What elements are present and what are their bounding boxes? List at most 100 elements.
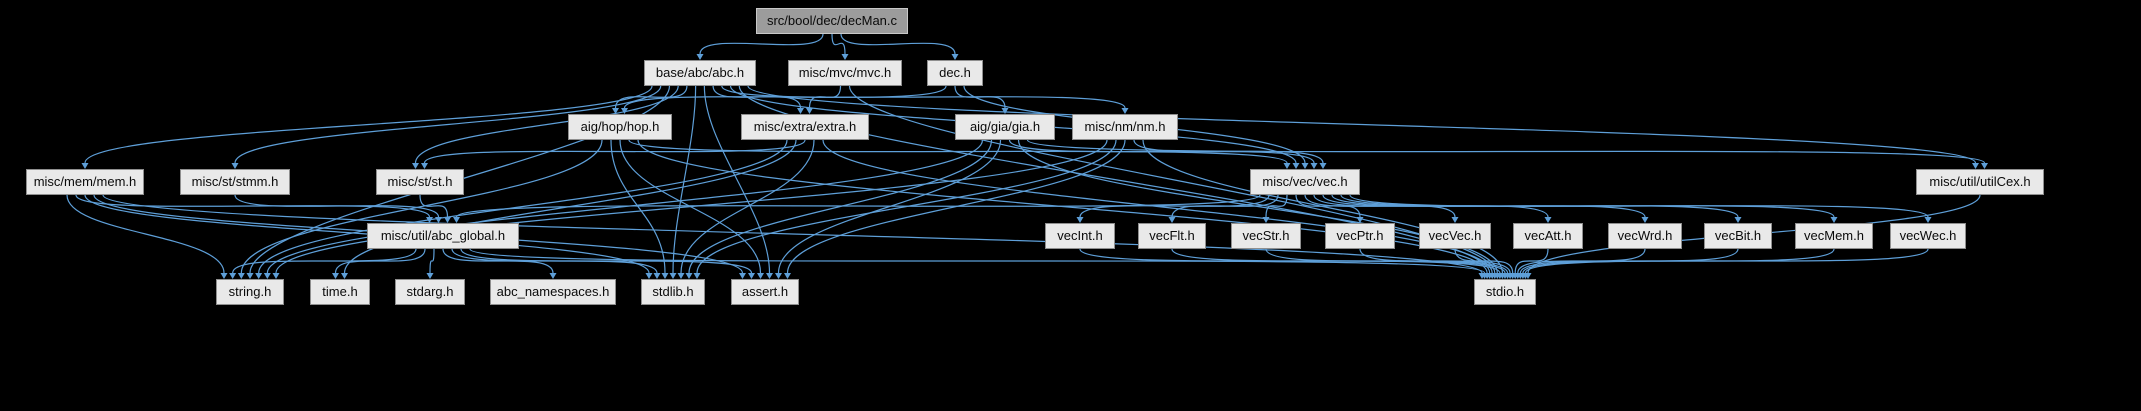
arrowhead-icon [645,273,653,279]
arrowhead-icon [1496,273,1504,279]
edge-decman_c-dec_h [840,33,956,55]
graph-node-extra_h[interactable]: misc/extra/extra.h [741,114,869,140]
arrowhead-icon [1972,163,1979,169]
graph-node-vecwrd_h[interactable]: vecWrd.h [1608,223,1682,249]
edge-gia_h-vec_h [1008,139,1315,164]
graph-node-vecflt_h[interactable]: vecFlt.h [1138,223,1206,249]
edge-vecstr_h-stdio_h [1265,248,1509,274]
graph-node-vecptr_h[interactable]: vecPtr.h [1325,223,1395,249]
arrowhead-icon [341,273,348,279]
edge-vecvec_h-stdio_h [1454,248,1514,274]
arrowhead-icon [229,273,237,279]
arrowhead-icon [669,273,677,279]
arrowhead-icon [1521,273,1529,279]
arrowhead-icon [1319,163,1327,169]
graph-node-vecatt_h[interactable]: vecAtt.h [1513,223,1583,249]
graph-node-abc_h[interactable]: base/abc/abc.h [644,60,756,86]
graph-node-stdlib_h[interactable]: stdlib.h [641,279,705,305]
arrowhead-icon [1830,217,1838,223]
edge-abc_global_h-stdio_h [469,248,1486,274]
arrowhead-icon [1734,217,1742,223]
arrowhead-icon [1292,163,1300,169]
arrowhead-icon [246,273,254,279]
arrowhead-icon [739,273,746,279]
graph-node-abc_global_h[interactable]: misc/util/abc_global.h [367,223,519,249]
arrowhead-icon [841,54,849,60]
edge-vec_h-vecstr_h [1265,194,1288,218]
graph-node-dec_h[interactable]: dec.h [927,60,983,86]
edge-vec_h-vecint_h [1079,194,1270,218]
graph-node-string_h[interactable]: string.h [216,279,284,305]
arrowhead-icon [766,273,773,279]
arrowhead-icon [1262,217,1270,223]
graph-node-nm_h[interactable]: misc/nm/nm.h [1072,114,1178,140]
arrowhead-icon [757,273,764,279]
edge-abc_h-assert_h [703,85,771,274]
graph-node-assert_h[interactable]: assert.h [731,279,799,305]
arrowhead-icon [748,273,755,279]
arrowhead-icon [1641,217,1649,223]
arrowhead-icon [1168,217,1176,223]
edge-extra_h-st_h [423,139,806,164]
edge-stmm_h-abc_global_h [234,194,440,218]
arrowhead-icon [81,163,89,169]
graph-node-mem_h[interactable]: misc/mem/mem.h [26,169,144,195]
edge-extra_h-stdlib_h [680,139,815,274]
graph-node-utilcex_h[interactable]: misc/util/utilCex.h [1916,169,2044,195]
edge-mem_h-stdio_h [102,194,1483,274]
graph-node-decman_c[interactable]: src/bool/dec/decMan.c [756,8,908,34]
arrowhead-icon [444,217,451,223]
graph-node-stdio_h[interactable]: stdio.h [1474,279,1536,305]
graph-node-stdarg_h[interactable]: stdarg.h [395,279,465,305]
arrowhead-icon [784,273,791,279]
arrowhead-icon [1121,108,1129,114]
arrowhead-icon [1488,273,1496,279]
arrowhead-icon [612,108,619,114]
graph-node-vecwec_h[interactable]: vecWec.h [1890,223,1966,249]
arrowhead-icon [1356,217,1364,223]
arrowhead-icon [237,273,245,279]
graph-node-mvc_h[interactable]: misc/mvc/mvc.h [788,60,902,86]
edge-abc_h-mem_h [84,85,653,164]
edge-decman_c-mvc_h [831,33,846,55]
edge-st_h-abc_global_h [419,194,449,218]
edge-hop_h-vec_h [628,139,1288,164]
edge-gia_h-stdio_h [1017,139,1498,274]
edge-dec_h-hop_h [623,85,947,109]
arrowhead-icon [653,273,661,279]
graph-node-vecbit_h[interactable]: vecBit.h [1704,223,1772,249]
arrowhead-icon [1451,217,1459,223]
edge-nm_h-string_h [275,139,1108,274]
arrowhead-icon [426,217,433,223]
edge-gia_h-utilcex_h [1026,139,1986,164]
edge-hop_h-string_h [240,139,603,274]
graph-node-vec_h[interactable]: misc/vec/vec.h [1250,169,1360,195]
arrowhead-icon [549,273,557,279]
arrowhead-icon [332,273,339,279]
arrowhead-icon [231,163,239,169]
graph-node-stmm_h[interactable]: misc/st/stmm.h [180,169,290,195]
graph-node-abc_namespaces_h[interactable]: abc_namespaces.h [490,279,616,305]
arrowhead-icon [677,273,685,279]
edge-dec_h-gia_h [954,85,1006,109]
arrowhead-icon [951,54,959,60]
graph-node-gia_h[interactable]: aig/gia/gia.h [955,114,1055,140]
graph-node-time_h[interactable]: time.h [310,279,370,305]
arrowhead-icon [621,108,628,114]
edge-abc_global_h-string_h [232,248,417,274]
arrowhead-icon [1481,273,1489,279]
graph-node-vecmem_h[interactable]: vecMem.h [1795,223,1873,249]
arrowhead-icon [1310,163,1318,169]
graph-node-vecstr_h[interactable]: vecStr.h [1231,223,1301,249]
graph-node-vecint_h[interactable]: vecInt.h [1045,223,1115,249]
graph-node-vecvec_h[interactable]: vecVec.h [1419,223,1491,249]
graph-node-hop_h[interactable]: aig/hop/hop.h [568,114,672,140]
edge-vecwec_h-stdio_h [1524,248,1929,274]
arrowhead-icon [797,108,804,114]
edge-abc_global_h-assert_h [460,248,753,274]
arrowhead-icon [426,273,434,279]
graph-node-st_h[interactable]: misc/st/st.h [376,169,464,195]
arrowhead-icon [453,217,460,223]
arrowhead-icon [220,273,228,279]
